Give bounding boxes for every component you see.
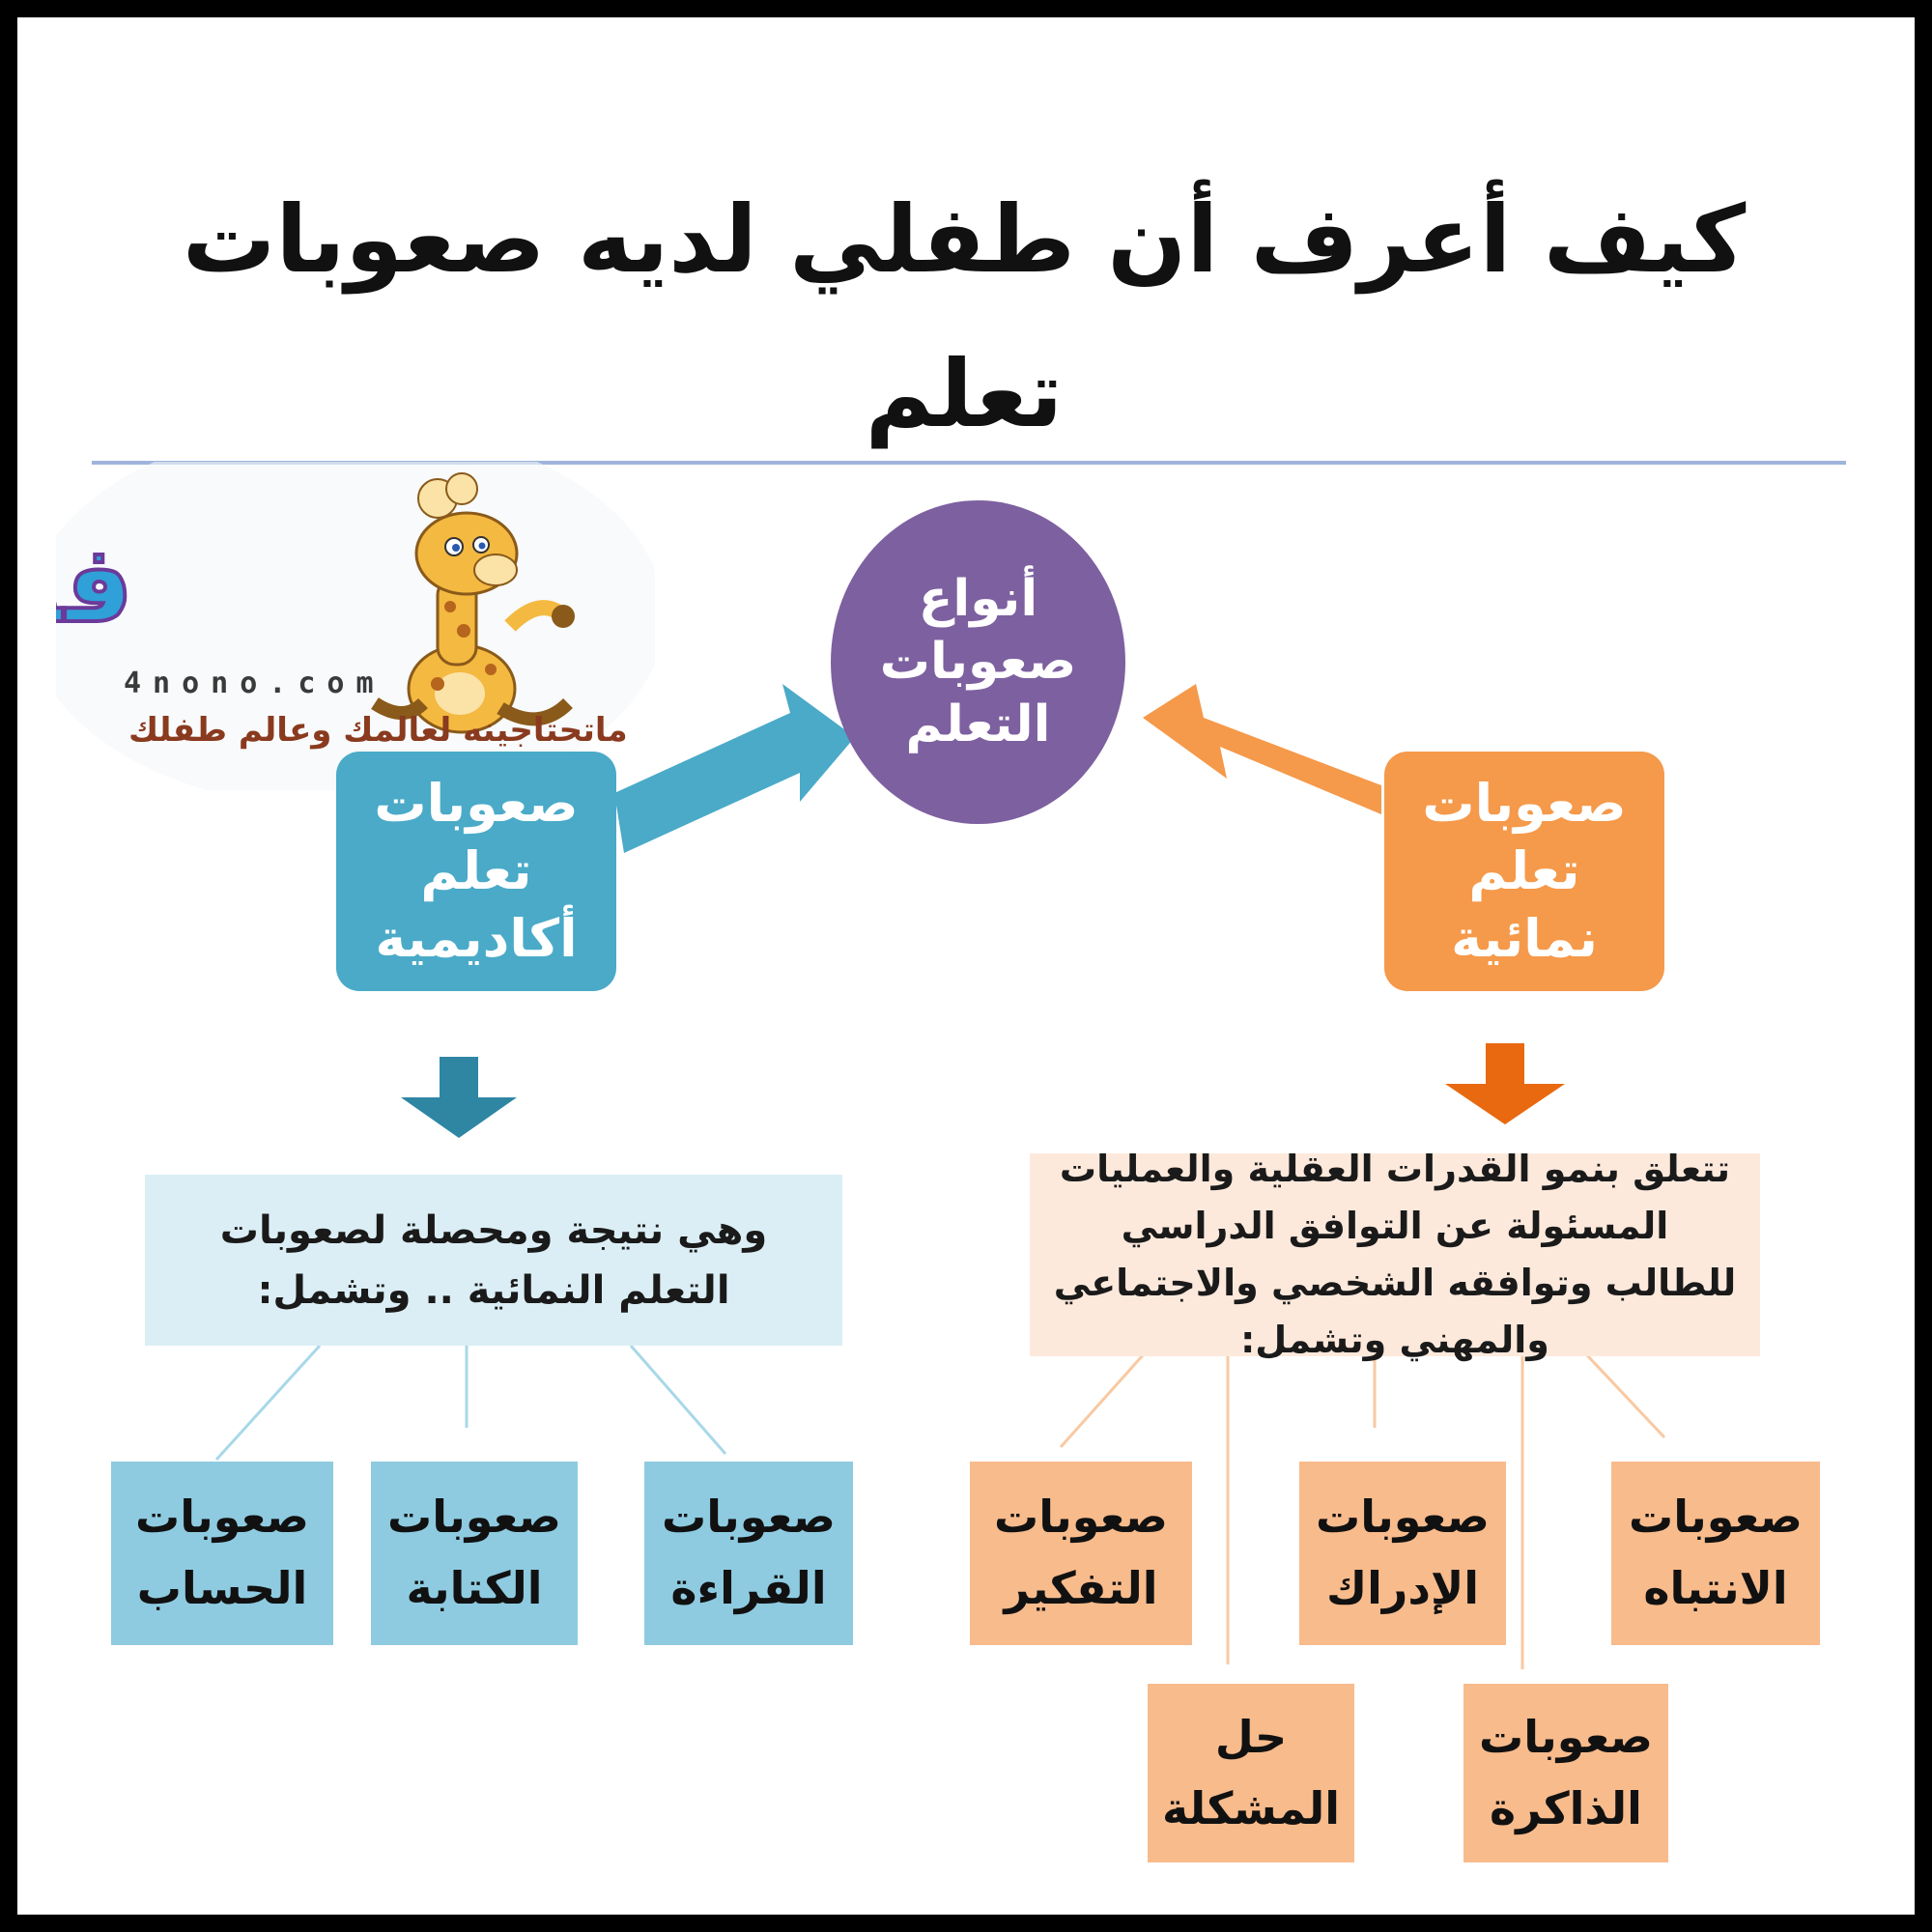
diagram-connectors [214, 684, 1666, 1669]
page-frame: كيف أعرف أن طفلي لديه صعوبات تعلم [17, 17, 1915, 1915]
academic-category-box: صعوبات تعلم أكاديمية [336, 752, 616, 991]
logo-tagline: ماتحتاجينه لعالمك وعالم طفلك [128, 711, 628, 750]
developmental-category-label: صعوبات تعلم نمائية [1422, 772, 1627, 970]
academic-branch-line [629, 1345, 727, 1455]
logo-wordmark-text: فورنونو [56, 523, 133, 647]
leaf-attention-difficulties: صعوبات الانتباه [1611, 1462, 1820, 1645]
developmental-branch-line [1585, 1353, 1666, 1439]
developmental-down-arrow [1445, 1043, 1565, 1124]
title-divider [92, 461, 1846, 465]
leaf-label: صعوبات الإدراك [1315, 1491, 1491, 1614]
leaf-memory-difficulties: صعوبات الذاكرة [1463, 1684, 1668, 1862]
leaf-reading-difficulties: صعوبات القراءة [644, 1462, 853, 1645]
leaf-label: صعوبات الذاكرة [1478, 1710, 1654, 1834]
page-title: كيف أعرف أن طفلي لديه صعوبات تعلم [182, 185, 1747, 448]
academic-category-label: صعوبات تعلم أكاديمية [374, 772, 579, 970]
leaf-thinking-difficulties: صعوبات التفكير [970, 1462, 1192, 1645]
academic-description: وهي نتيجة ومحصلة لصعوبات التعلم النمائية… [145, 1175, 842, 1346]
leaf-label: صعوبات التفكير [993, 1491, 1169, 1614]
developmental-description-text: تتعلق بنمو القدرات العقلية والعمليات الم… [1053, 1148, 1737, 1361]
academic-down-arrow [401, 1057, 517, 1138]
leaf-writing-difficulties: صعوبات الكتابة [371, 1462, 578, 1645]
leaf-label: صعوبات الانتباه [1628, 1491, 1804, 1614]
leaf-label: صعوبات القراءة [661, 1491, 837, 1614]
center-node: أنواع صعوبات التعلم [831, 500, 1125, 824]
developmental-description: تتعلق بنمو القدرات العقلية والعمليات الم… [1030, 1148, 1760, 1361]
logo-domain: 4nono.com [124, 667, 385, 700]
center-node-label: أنواع صعوبات التعلم [879, 570, 1077, 753]
leaf-math-difficulties: صعوبات الحساب [111, 1462, 333, 1645]
leaf-label: حل المشكلة [1161, 1710, 1341, 1834]
logo-graphic: فورنونو [56, 462, 655, 790]
leaf-perception-difficulties: صعوبات الإدراك [1299, 1462, 1506, 1645]
logo-wordmark-icon: فورنونو [56, 521, 135, 649]
leaf-label: صعوبات الكتابة [386, 1491, 562, 1614]
academic-to-center-arrow [614, 684, 855, 853]
leaf-problem-solving: حل المشكلة [1148, 1684, 1354, 1862]
leaf-label: صعوبات الحساب [134, 1491, 310, 1614]
developmental-category-box: صعوبات تعلم نمائية [1384, 752, 1664, 991]
giraffe-mascot-icon [371, 472, 575, 734]
developmental-to-center-arrow [1143, 684, 1381, 814]
developmental-branch-line [1059, 1353, 1145, 1449]
academic-description-text: وهي نتيجة ومحصلة لصعوبات التعلم النمائية… [219, 1208, 768, 1313]
academic-branch-line [214, 1344, 322, 1462]
logo: فورنونو [56, 462, 655, 790]
